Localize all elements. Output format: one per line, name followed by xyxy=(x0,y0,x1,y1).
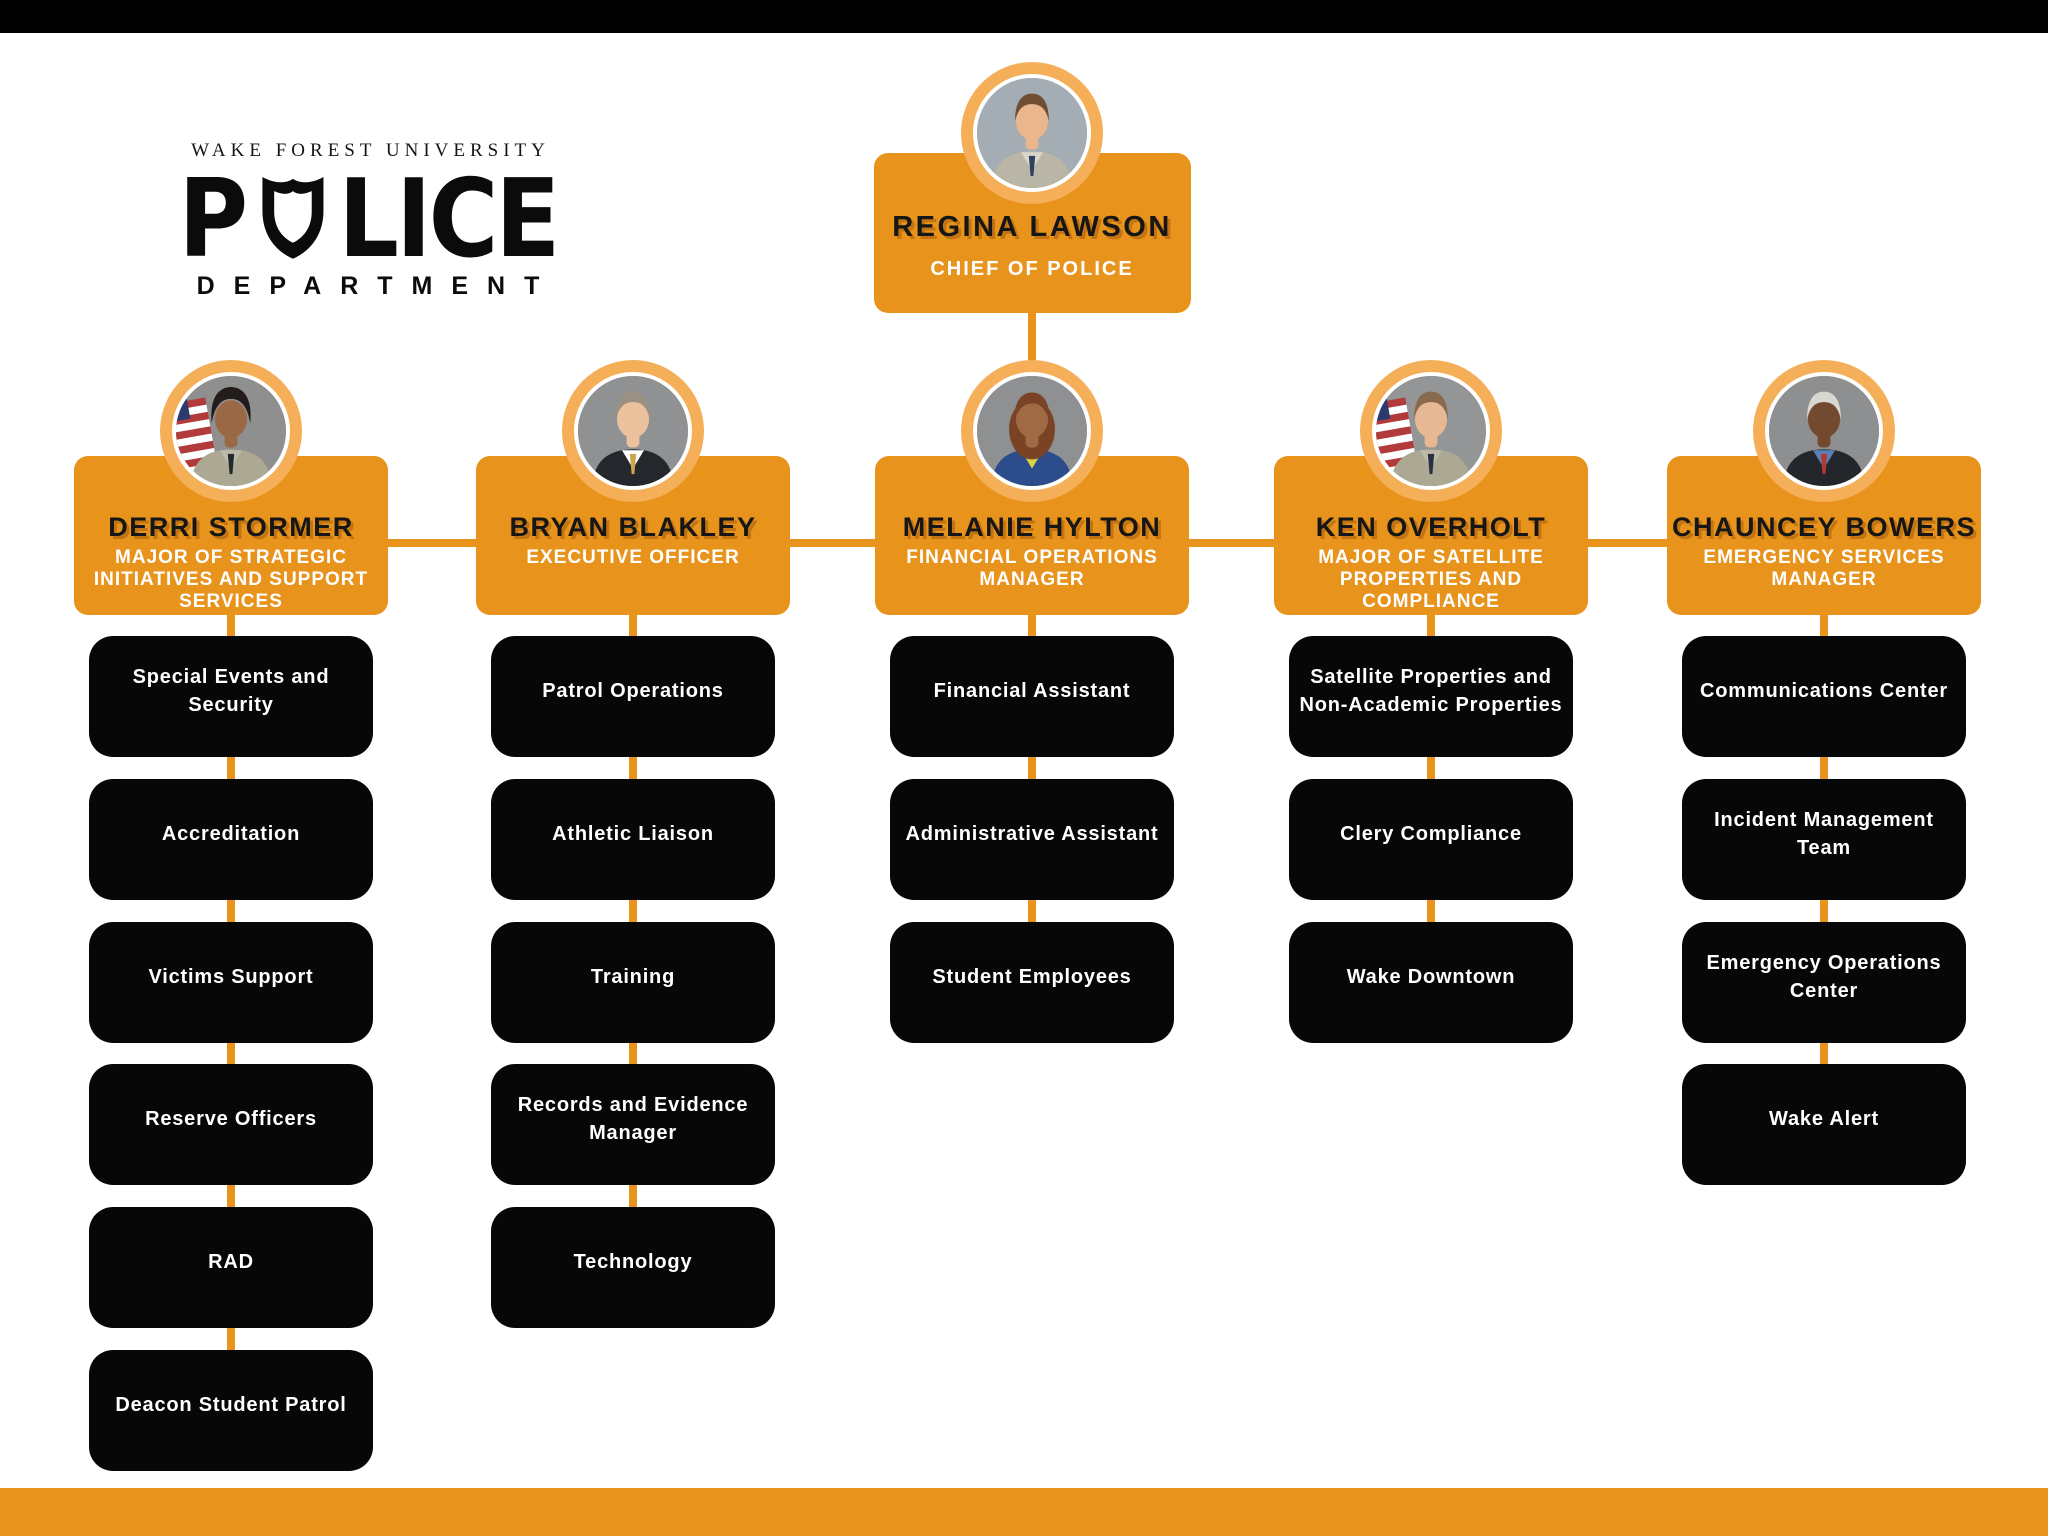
unit-box-deacon-student-patrol: Deacon Student Patrol xyxy=(89,1350,373,1471)
connector-column-ken-overholt xyxy=(1427,608,1435,942)
unit-box-financial-assistant: Financial Assistant xyxy=(890,636,1174,757)
unit-box-rad: RAD xyxy=(89,1207,373,1328)
wfu-shield-icon xyxy=(250,170,336,261)
person-title: FINANCIAL OPERATIONS MANAGER xyxy=(906,547,1158,590)
person-photo-ring-chauncey-bowers xyxy=(1753,360,1895,502)
unit-box-incident-management-team: Incident Management Team xyxy=(1682,779,1966,900)
person-photo-derri-stormer xyxy=(172,372,290,490)
person-name: REGINA LAWSON xyxy=(892,211,1172,243)
bottom-orange-bar xyxy=(0,1488,2048,1536)
logo-police-wordmark: P LICE xyxy=(179,165,561,273)
logo-university-line: WAKE FOREST UNIVERSITY xyxy=(191,140,550,161)
unit-box-training: Training xyxy=(491,922,775,1043)
unit-box-special-events-and-security: Special Events and Security xyxy=(89,636,373,757)
unit-box-reserve-officers: Reserve Officers xyxy=(89,1064,373,1185)
top-black-bar xyxy=(0,0,2048,33)
unit-box-wake-alert: Wake Alert xyxy=(1682,1064,1966,1185)
unit-box-victims-support: Victims Support xyxy=(89,922,373,1043)
person-photo-ring-bryan-blakley xyxy=(562,360,704,502)
person-box-melanie-hylton: MELANIE HYLTON FINANCIAL OPERATIONS MANAG… xyxy=(875,456,1189,615)
person-box-derri-stormer: DERRI STORMER MAJOR OF STRATEGIC INITIATI… xyxy=(74,456,388,615)
unit-box-patrol-operations: Patrol Operations xyxy=(491,636,775,757)
person-photo-bryan-blakley xyxy=(574,372,692,490)
unit-box-satellite-properties-and-non-academic-properties: Satellite Properties and Non-Academic Pr… xyxy=(1289,636,1573,757)
person-name: DERRI STORMER xyxy=(108,512,354,542)
logo-letters-lice: LICE xyxy=(338,155,560,283)
unit-box-communications-center: Communications Center xyxy=(1682,636,1966,757)
unit-box-wake-downtown: Wake Downtown xyxy=(1289,922,1573,1043)
person-photo-ring-regina-lawson xyxy=(961,62,1103,204)
person-name: MELANIE HYLTON xyxy=(902,512,1162,542)
person-name: KEN OVERHOLT xyxy=(1315,512,1547,542)
logo-letter-p: P xyxy=(178,155,249,283)
connector-column-melanie-hylton xyxy=(1028,608,1036,942)
unit-box-student-employees: Student Employees xyxy=(890,922,1174,1043)
person-photo-chauncey-bowers xyxy=(1765,372,1883,490)
person-title: CHIEF OF POLICE xyxy=(930,258,1134,280)
connector-column-bryan-blakley xyxy=(629,608,637,1227)
unit-box-administrative-assistant: Administrative Assistant xyxy=(890,779,1174,900)
person-title: EXECUTIVE OFFICER xyxy=(526,547,740,568)
logo-department-line: DEPARTMENT xyxy=(196,272,559,300)
unit-box-emergency-operations-center: Emergency Operations Center xyxy=(1682,922,1966,1043)
unit-box-clery-compliance: Clery Compliance xyxy=(1289,779,1573,900)
unit-box-accreditation: Accreditation xyxy=(89,779,373,900)
person-photo-ring-derri-stormer xyxy=(160,360,302,502)
person-photo-regina-lawson xyxy=(973,74,1091,192)
person-photo-ken-overholt xyxy=(1372,372,1490,490)
wfu-police-logo: WAKE FOREST UNIVERSITY P LICE DEPARTMENT xyxy=(178,140,561,301)
person-photo-melanie-hylton xyxy=(973,372,1091,490)
unit-box-technology: Technology xyxy=(491,1207,775,1328)
person-photo-ring-ken-overholt xyxy=(1360,360,1502,502)
unit-box-athletic-liaison: Athletic Liaison xyxy=(491,779,775,900)
unit-box-records-and-evidence-manager: Records and Evidence Manager xyxy=(491,1064,775,1185)
person-title: EMERGENCY SERVICES MANAGER xyxy=(1703,547,1945,590)
person-name: BRYAN BLAKLEY xyxy=(509,512,757,542)
person-name: CHAUNCEY BOWERS xyxy=(1671,512,1977,542)
person-title: MAJOR OF SATELLITE PROPERTIES AND COMPLI… xyxy=(1318,547,1544,612)
person-title: MAJOR OF STRATEGIC INITIATIVES AND SUPPO… xyxy=(93,547,369,612)
person-photo-ring-melanie-hylton xyxy=(961,360,1103,502)
